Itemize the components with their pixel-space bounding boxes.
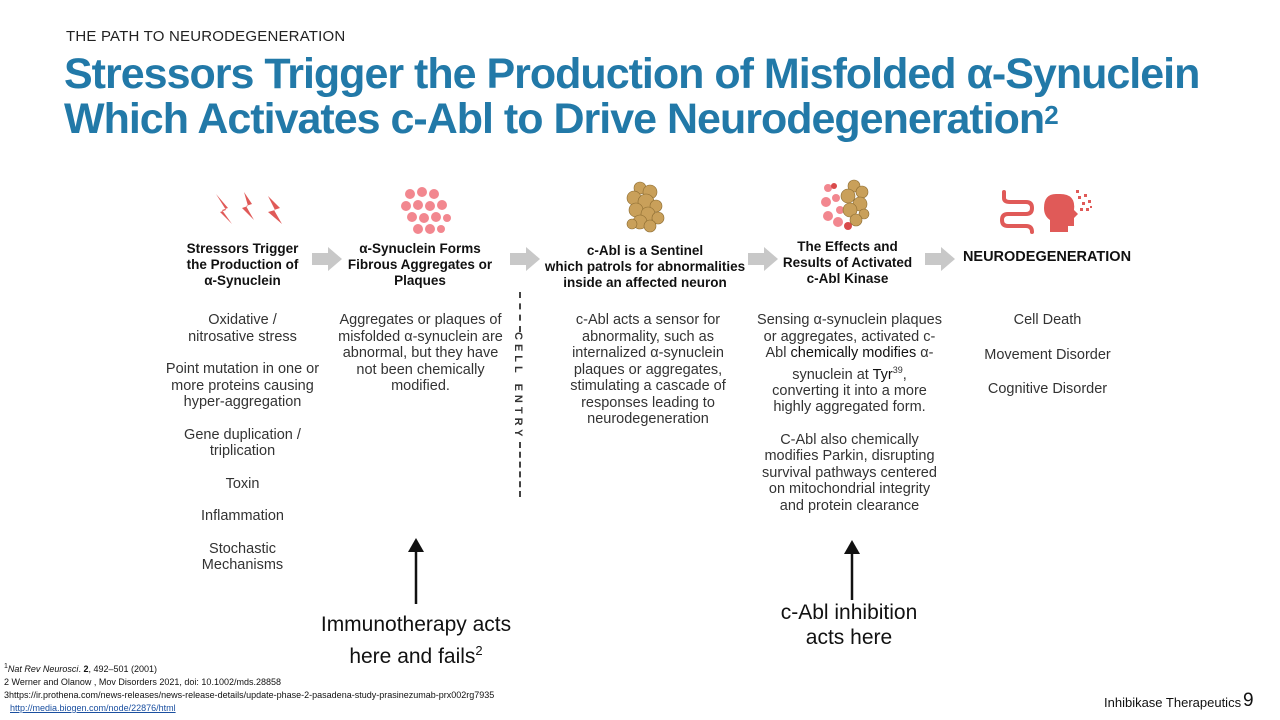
flow-arrow-1 (312, 247, 342, 271)
flow-arrow-2 (510, 247, 540, 271)
col3-body: c-Abl acts a sensor for abnormality, suc… (568, 312, 728, 444)
effects-description-2: C-Abl also chemically modifies Parkin, d… (762, 431, 937, 514)
outcome-item: Movement Disorder (984, 346, 1111, 363)
col2-body: Aggregates or plaques of misfolded α-syn… (338, 312, 503, 411)
effects-description-1: Sensing α-synuclein plaques or aggregate… (757, 312, 942, 416)
col4-body: Sensing α-synuclein plaques or aggregate… (757, 312, 942, 530)
reference-2: 2 Werner and Olanow , Mov Disorders 2021… (4, 677, 281, 687)
outcome-item: Cognitive Disorder (987, 381, 1108, 397)
flow-arrow-4 (925, 247, 955, 271)
references: 1Nat Rev Neurosci. 2, 492–501 (2001) 2 W… (4, 660, 494, 715)
brand-name: Inhibikase Therapeutics (1104, 695, 1242, 710)
sentinel-description: c-Abl acts a sensor for abnormality, suc… (570, 312, 726, 427)
stressor-item: Oxidative / nitrosative stress (188, 312, 297, 345)
flow-arrow-3 (748, 247, 778, 271)
lightning-icon (216, 192, 282, 224)
cell-entry-label: CELL ENTRY (512, 332, 524, 441)
title-line-1: Stressors Trigger the Production of Misf… (64, 50, 1200, 98)
stressor-item: Inflammation (200, 508, 284, 524)
page-number: 9 (1243, 690, 1254, 711)
reference-link[interactable]: http://media.biogen.com/node/22876/html (10, 703, 176, 713)
title-line-2: Which Activates c-Abl to Drive Neurodege… (64, 95, 1059, 143)
cabl-inhibition-arrow (844, 540, 860, 600)
stressor-item: Toxin (225, 475, 260, 492)
immunotherapy-callout: Immunotherapy acts here and fails2 (320, 613, 512, 668)
intestine-brain-icon (999, 190, 1092, 234)
title-superscript: 2 (1044, 100, 1059, 130)
col5-heading: NEURODEGENERATION (962, 249, 1132, 265)
cabl-callout: c-Abl inhibition acts here (780, 601, 918, 649)
protein-structure-icon (626, 181, 665, 233)
protein-binding-icon (821, 179, 870, 230)
cell-entry-divider: CELL ENTRY (510, 292, 530, 497)
outcome-item: Cell Death (1013, 312, 1082, 328)
stressor-item: Point mutation in one or more proteins c… (165, 361, 320, 410)
reference-1: 1Nat Rev Neurosci. 2, 492–501 (2001) (4, 663, 158, 674)
stressor-item: Gene duplication / triplication (184, 426, 301, 460)
aggregate-spheres-icon (401, 187, 451, 234)
reference-3: 3https://ir.prothena.com/news-releases/n… (4, 690, 495, 700)
eyebrow: THE PATH TO NEURODEGENERATION (66, 28, 346, 45)
aggregate-description: Aggregates or plaques of misfolded α-syn… (338, 312, 503, 394)
col5-body: Cell Death Movement Disorder Cognitive D… (970, 312, 1125, 414)
col1-body: Oxidative / nitrosative stress Point mut… (150, 312, 335, 590)
page-title: Stressors Trigger the Production of Misf… (64, 52, 1254, 142)
stressor-item: Stochastic Mechanisms (201, 540, 284, 574)
immunotherapy-arrow (408, 538, 424, 604)
